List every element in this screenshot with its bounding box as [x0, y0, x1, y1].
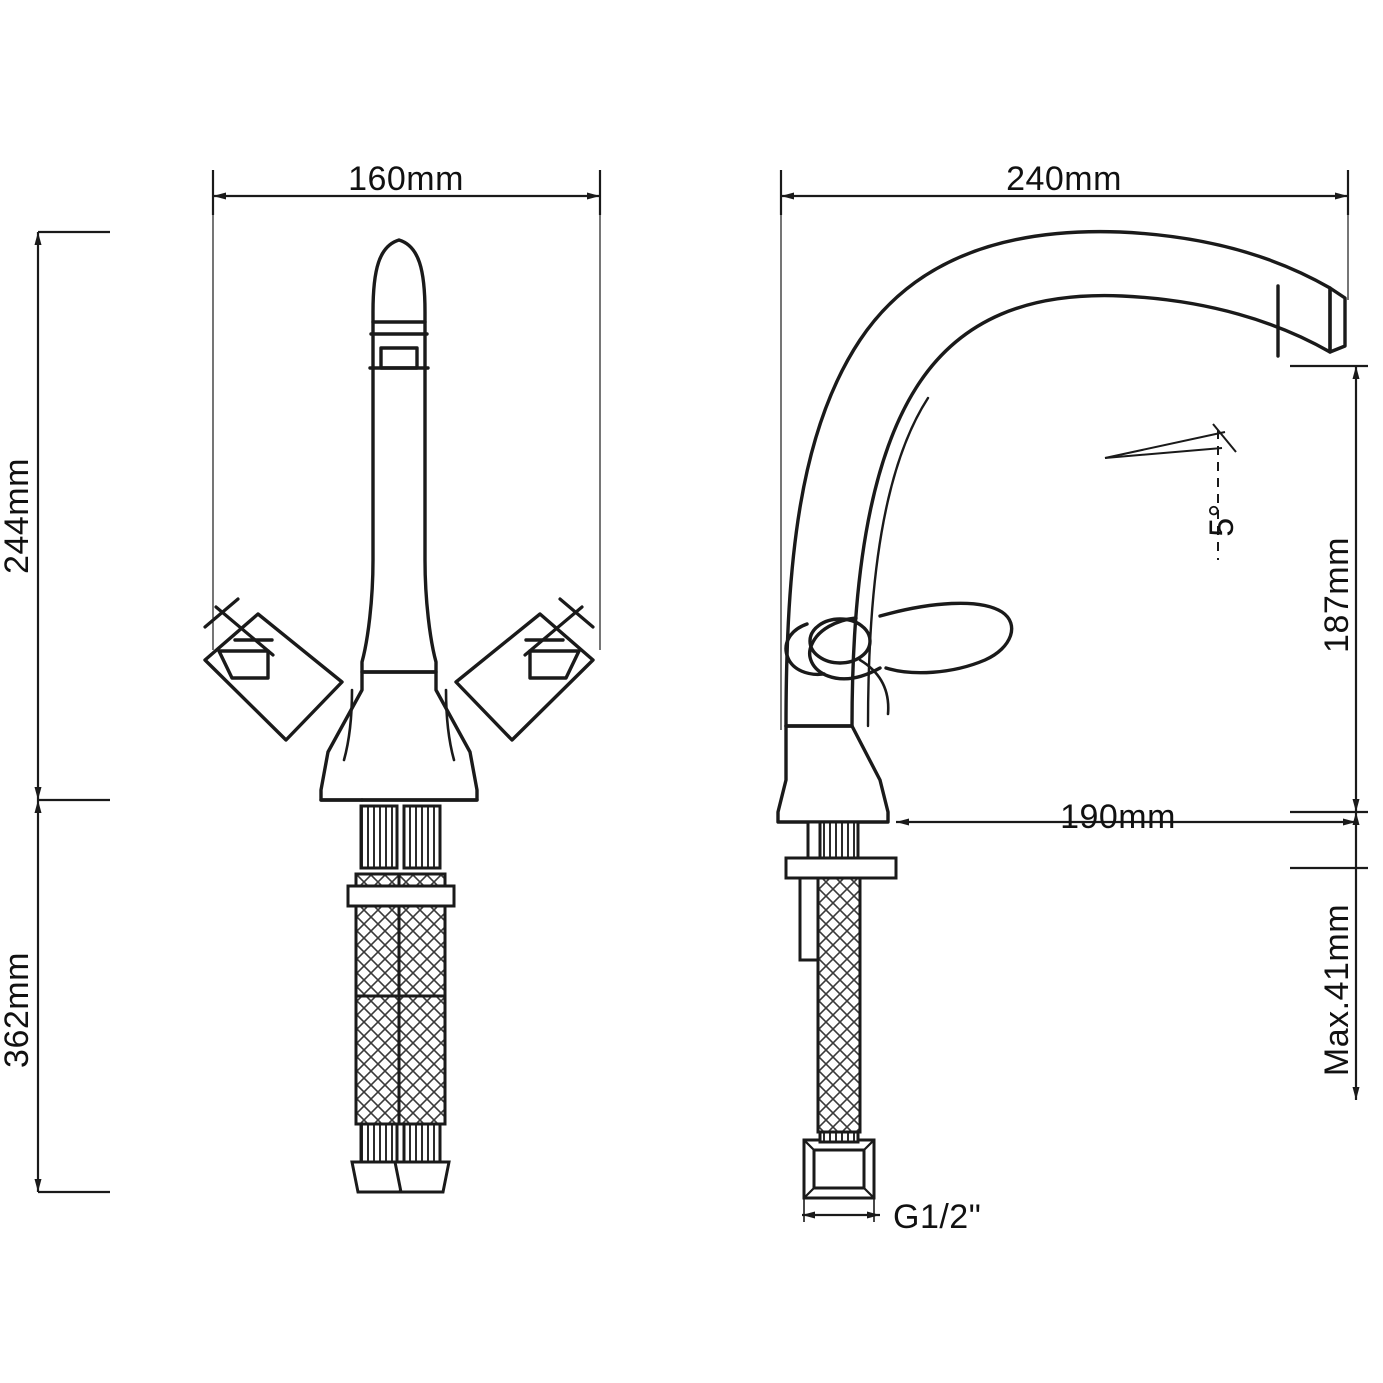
dim-side-body-height: 190mm — [1060, 798, 1176, 836]
dim-front-width: 160mm — [348, 160, 464, 198]
dim-side-reach: 240mm — [1006, 160, 1122, 198]
dim-front-total-height: 362mm — [0, 952, 36, 1068]
dim-front-body-height: 244mm — [0, 458, 36, 574]
side-view-hose — [784, 820, 898, 1200]
dim-thread-size: G1/2" — [893, 1198, 981, 1236]
dim-side-spout-height: 187mm — [1318, 537, 1356, 653]
front-view-geometry — [203, 238, 595, 802]
dim-mount-thickness: Max.41mm — [1318, 904, 1356, 1076]
dimension-lines — [34, 170, 1368, 1222]
dim-spout-angle: 5° — [1203, 503, 1241, 537]
side-view-geometry — [776, 229, 1347, 824]
front-view-hoses — [346, 804, 456, 1194]
